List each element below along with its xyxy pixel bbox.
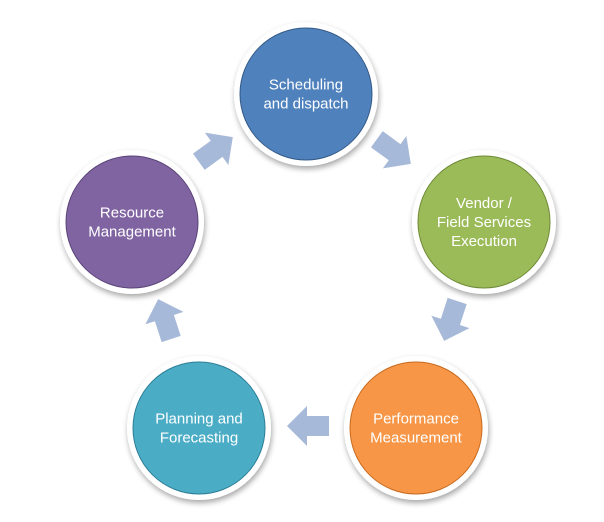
node-label-vendor-line-3: Execution bbox=[451, 233, 517, 250]
node-label-scheduling-line-2: and dispatch bbox=[263, 96, 348, 113]
arrow-shape bbox=[145, 299, 184, 343]
node-circle bbox=[417, 155, 551, 289]
arrow-right-icon bbox=[287, 406, 329, 446]
arrow-right-icon bbox=[431, 297, 470, 341]
arrow-right-icon bbox=[145, 299, 184, 343]
arrow-shape bbox=[287, 406, 329, 446]
node-label-resource-line-1: Resource bbox=[100, 205, 164, 222]
node-label-vendor-line-2: Field Services bbox=[437, 214, 531, 231]
node-circle bbox=[65, 155, 199, 289]
node-label-vendor-line-1: Vendor / bbox=[456, 195, 513, 212]
node-circle bbox=[132, 361, 266, 495]
arrow-right-icon bbox=[370, 131, 411, 169]
node-label-scheduling-line-1: Scheduling bbox=[269, 77, 343, 94]
arrow-right-icon bbox=[192, 132, 233, 170]
connector-arrows bbox=[145, 131, 470, 446]
node-label-planning-line-2: Forecasting bbox=[160, 430, 238, 447]
node-circle bbox=[239, 27, 373, 161]
node-label-performance-line-1: Performance bbox=[373, 411, 459, 428]
node-circle bbox=[349, 361, 483, 495]
arrow-shape bbox=[192, 132, 233, 170]
node-label-planning-line-1: Planning and bbox=[155, 411, 243, 428]
node-scheduling: Scheduling and dispatch bbox=[234, 22, 378, 166]
node-label-performance-line-2: Measurement bbox=[370, 430, 463, 447]
arrow-shape bbox=[431, 297, 470, 341]
arrow-shape bbox=[370, 131, 411, 169]
node-label-resource-line-2: Management bbox=[88, 224, 176, 241]
